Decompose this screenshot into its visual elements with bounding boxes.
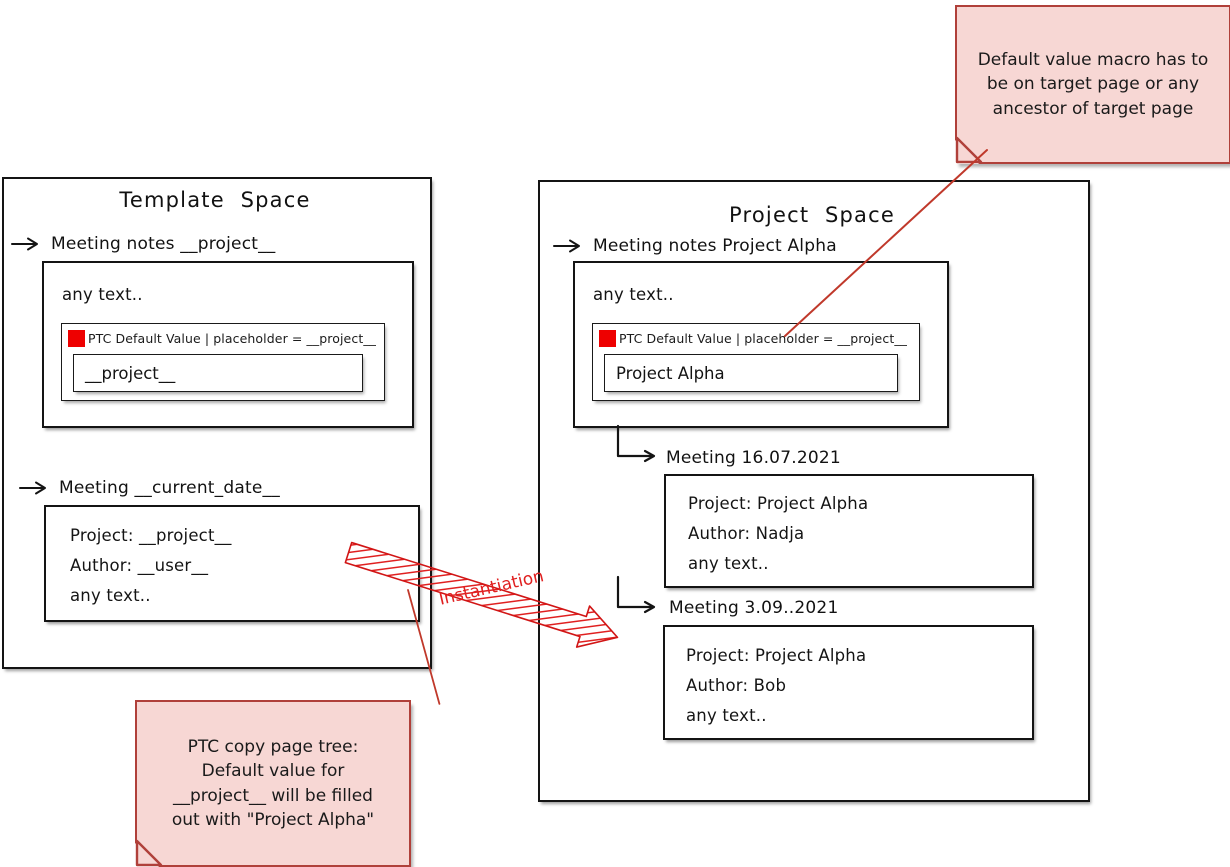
fold-corner-edge-icon [135,839,163,867]
macro-color-chip [68,330,85,347]
project-space-title: Project Space [729,203,895,227]
template-page-2-content: Project: __project__ Author: __user__ an… [44,505,420,622]
sticky-note-bottom-left-text: PTC copy page tree: Default value for __… [171,737,375,830]
project-page-1-body: any text.. [593,285,674,304]
macro-header-text: PTC Default Value | placeholder = __proj… [88,331,377,346]
note-to-macro-connector [784,149,988,337]
template-page-2-title: Meeting __current_date__ [59,478,280,498]
elbow-arrow-icon [614,575,662,621]
template-page-2-row[interactable]: Meeting __current_date__ [18,478,280,498]
instantiation-arrow [344,541,619,648]
project-page-3-content: Project: Project Alpha Author: Bob any t… [663,625,1034,740]
project-page-3-line-2: Author: Bob [686,676,787,695]
project-page-2-content: Project: Project Alpha Author: Nadja any… [664,474,1034,588]
project-page-1-content: any text.. PTC Default Value | placehold… [573,261,949,428]
sticky-note-top-right: Default value macro has to be on target … [955,5,1230,164]
template-page-1-body: any text.. [62,285,143,304]
template-space-title: Template Space [119,188,311,212]
sticky-note-top-right-text: Default value macro has to be on target … [977,50,1209,119]
template-page-1-row[interactable]: Meeting notes __project__ [10,234,276,254]
project-page-3-line-1: Project: Project Alpha [686,646,867,665]
macro-value-field[interactable]: __project__ [73,354,363,392]
template-page-1-content: any text.. PTC Default Value | placehold… [42,261,414,428]
macro-value-text: Project Alpha [616,363,725,383]
project-page-1-title: Meeting notes Project Alpha [593,236,837,256]
project-page-3-line-3: any text.. [686,706,767,725]
right-arrow-icon [10,234,44,254]
template-page-2-line-3: any text.. [70,586,151,605]
project-page-2-title: Meeting 16.07.2021 [666,448,841,468]
project-page-3-title: Meeting 3.09..2021 [669,598,839,618]
project-page-2-line-1: Project: Project Alpha [688,494,869,513]
project-page-2-line-2: Author: Nadja [688,524,805,543]
template-page-2-line-2: Author: __user__ [70,556,209,575]
template-page-1-title: Meeting notes __project__ [51,234,276,254]
macro-value-field[interactable]: Project Alpha [604,354,898,392]
sticky-note-bottom-left: PTC copy page tree: Default value for __… [135,700,411,867]
macro-color-chip [599,330,616,347]
right-arrow-icon [552,236,586,256]
project-default-value-macro[interactable]: PTC Default Value | placeholder = __proj… [592,323,920,401]
macro-header: PTC Default Value | placeholder = __proj… [68,330,376,347]
fold-corner-edge-icon [955,136,983,164]
template-default-value-macro[interactable]: PTC Default Value | placeholder = __proj… [61,323,385,401]
right-arrow-icon [18,478,52,498]
project-page-2-line-3: any text.. [688,554,769,573]
note-to-arrow-connector [407,589,441,705]
project-page-2-row[interactable]: Meeting 16.07.2021 [666,448,841,468]
project-page-1-row[interactable]: Meeting notes Project Alpha [552,236,837,256]
template-page-2-line-1: Project: __project__ [70,526,232,545]
macro-value-text: __project__ [85,363,176,383]
macro-header-text: PTC Default Value | placeholder = __proj… [619,331,908,346]
elbow-arrow-icon [614,424,662,470]
project-page-3-row[interactable]: Meeting 3.09..2021 [669,598,838,618]
macro-header: PTC Default Value | placeholder = __proj… [599,330,907,347]
